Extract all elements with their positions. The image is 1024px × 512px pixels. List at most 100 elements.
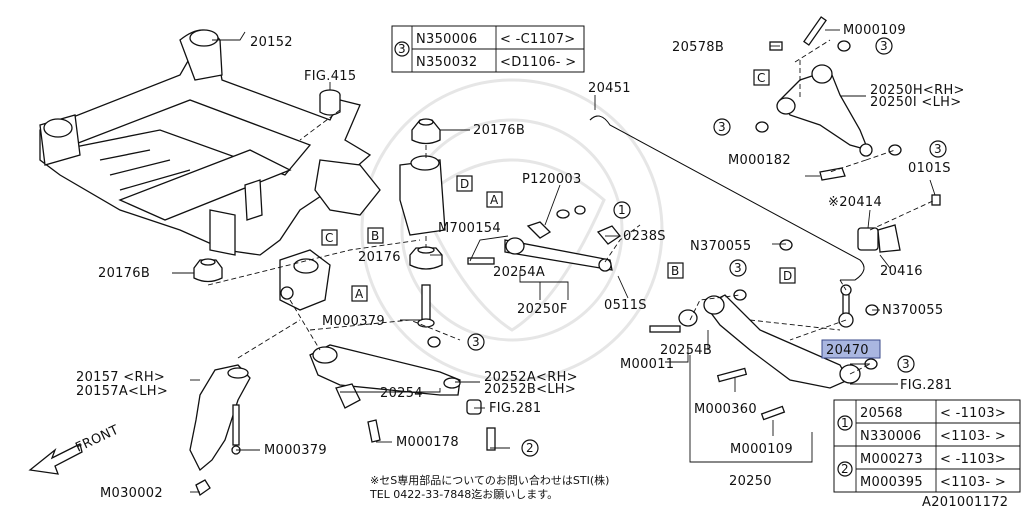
callout-A-b: A [486,191,503,208]
circled-callouts: 1 2 3 3 3 3 3 3 [467,37,947,457]
label-n370055-b: N370055 [882,303,943,318]
callout-A-a: A [351,285,368,302]
label-20250: 20250 [729,474,772,489]
svg-text:3: 3 [472,335,480,349]
callout-2-a: 2 [521,439,539,457]
table-bottom-g0r0-range: < -1103> [940,406,1006,421]
sti-contact-note: ※セS専用部品についてのお問い合わせはSTI(株) TEL 0422-33-78… [369,473,609,501]
callout-C-b: C [753,69,770,86]
part-labels: 20152 FIG.415 20176B 20176 20176B M00037… [76,23,1008,510]
lower-arm-20250[interactable] [649,294,861,421]
label-m030002: M030002 [100,486,163,501]
label-m000182: M000182 [728,153,791,168]
bracket-20157[interactable] [189,364,251,497]
label-p120003: P120003 [522,172,582,187]
svg-text:1: 1 [618,203,626,217]
label-m700154: M700154 [438,221,501,236]
svg-text:2: 2 [526,441,534,455]
table-bottom-g1r0-part: M000273 [860,452,923,467]
label-20252a: 20252A<RH> [484,370,578,385]
label-20254b: 20254B [660,343,712,358]
label-20414: ※20414 [828,195,882,210]
svg-text:C: C [757,71,765,85]
stabilizer-bar-20451[interactable] [589,115,901,281]
mount-20176b-top[interactable] [411,118,441,145]
label-20157a: 20157A<LH> [76,384,168,399]
table-bottom-g0r0-part: 20568 [860,406,903,421]
callout-3-d: 3 [713,118,731,136]
callout-3-e: 3 [929,140,947,158]
highlight-20470[interactable]: 20470 [821,339,881,359]
label-fig281-b: FIG.281 [489,401,541,416]
note-line-2: TEL 0422-33-7848迄お願いします。 [369,487,558,501]
table-top-marker: 3 [398,42,406,56]
table-top-row1-part: N350032 [416,55,477,70]
svg-text:3: 3 [718,120,726,134]
label-20176: 20176 [358,250,401,265]
label-20176b-left: 20176B [98,266,150,281]
callout-D-b: D [779,267,796,284]
callout-3-c: 3 [875,37,893,55]
callout-3-a: 3 [467,333,485,351]
label-0511s: 0511S [604,298,647,313]
svg-text:3: 3 [880,39,888,53]
table-top-row0-part: N350006 [416,32,477,47]
table-top-row0-range: < -C1107> [500,32,575,47]
label-20254a: 20254A [493,265,545,280]
label-20416: 20416 [880,264,923,279]
front-arrow-icon [28,443,83,475]
callout-3-b: 3 [729,259,747,277]
label-20250f: 20250F [517,302,568,317]
svg-text:C: C [325,231,333,245]
svg-text:3: 3 [734,261,742,275]
stabilizer-link-20470[interactable] [838,284,854,328]
label-fig415: FIG.415 [304,69,356,84]
subframe-bushing-fig415[interactable] [319,89,341,116]
label-20578b: 20578B [672,40,724,55]
mount-20176b-left[interactable] [193,258,223,283]
label-0238s: 0238S [623,229,666,244]
table-bottom-g1r0-range: < -1103> [940,452,1006,467]
label-20470: 20470 [826,343,869,358]
label-20250i: 20250I <LH> [870,95,961,110]
svg-text:A: A [490,193,499,207]
callout-B-a: B [367,227,384,244]
label-20252b: 20252B<LH> [484,382,576,397]
label-n370055-a: N370055 [690,239,751,254]
label-20157: 20157 <RH> [76,370,165,385]
label-m000178: M000178 [396,435,459,450]
callout-D-a: D [456,175,473,192]
table-bottom-marker-2: 2 [841,462,849,476]
table-bottom-g1r1-range: <1103- > [940,475,1006,490]
callout-3-f: 3 [897,355,915,373]
svg-text:D: D [783,269,792,283]
mount-20176[interactable] [409,246,443,328]
label-m000360: M000360 [694,402,757,417]
svg-text:B: B [671,264,679,278]
label-m000109-b: M000109 [730,442,793,457]
table-variants-1-2: 1 2 20568 < -1103> N330006 <1103- > M000… [833,399,1021,493]
diagram-id: A201001172 [922,495,1008,510]
label-20176b-top: 20176B [473,123,525,138]
svg-text:B: B [371,229,379,243]
table-bottom-g0r1-range: <1103- > [940,429,1006,444]
table-variant-3: 3 N350006 < -C1107> N350032 <D1106- > [391,25,585,73]
label-20254: 20254 [380,386,423,401]
letter-callouts: A A B B C C D D [321,69,796,302]
lower-arm-20252[interactable] [309,344,496,451]
label-m00011: M00011 [620,357,674,372]
note-line-1: ※セS専用部品についてのお問い合わせはSTI(株) [370,473,609,487]
front-label: FRONT [73,423,121,456]
label-0101s: 0101S [908,161,951,176]
lateral-link-20250f[interactable] [467,221,621,272]
front-direction-indicator: FRONT [28,423,121,475]
svg-text:3: 3 [902,357,910,371]
table-bottom-g1r1-part: M000395 [860,475,923,490]
label-m000379-a: M000379 [322,314,385,329]
callout-1-a: 1 [613,201,631,219]
svg-text:A: A [355,287,364,301]
table-bottom-marker-1: 1 [841,416,849,430]
label-fig281-a: FIG.281 [900,378,952,393]
subframe-crossmember[interactable] [39,29,446,311]
callout-B-b: B [667,262,684,279]
